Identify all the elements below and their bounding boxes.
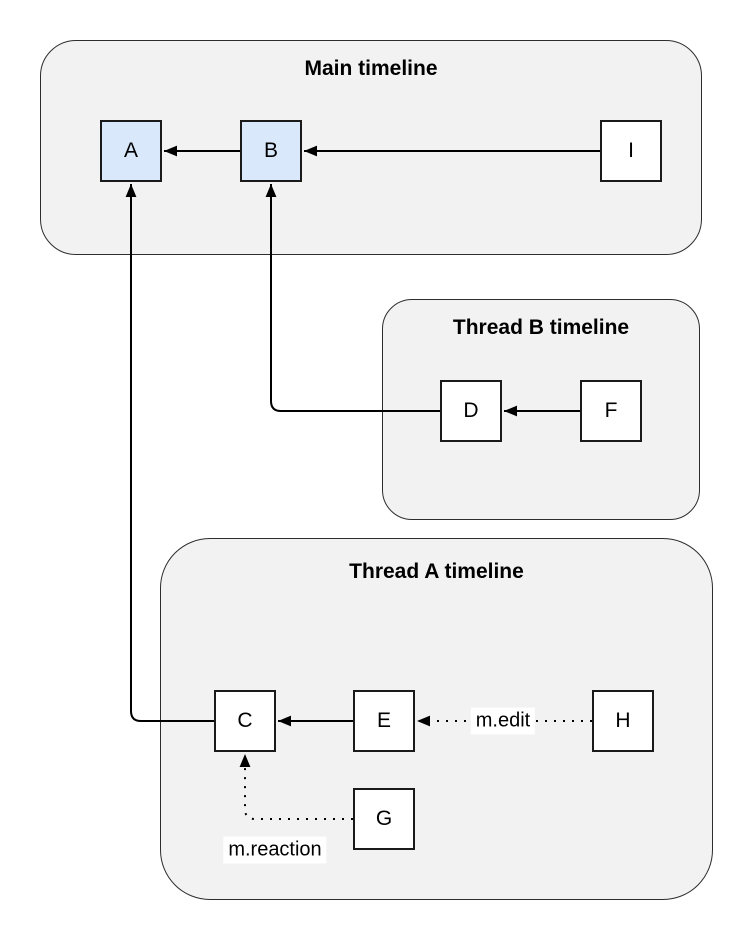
- node-a: A: [100, 120, 162, 182]
- node-f-label: F: [604, 399, 618, 422]
- node-i: I: [600, 120, 662, 182]
- node-h: H: [592, 690, 654, 752]
- node-b: B: [240, 120, 302, 182]
- node-h-label: H: [615, 709, 631, 732]
- node-b-label: B: [263, 139, 278, 162]
- group-title-main-timeline: Main timeline: [304, 57, 438, 80]
- node-a-label: A: [123, 139, 138, 162]
- node-f: F: [580, 380, 642, 442]
- node-e-label: E: [376, 709, 391, 732]
- node-e: E: [353, 690, 415, 752]
- group-thread-b-timeline: Thread B timeline: [382, 299, 700, 520]
- node-c-label: C: [237, 709, 253, 732]
- node-c: C: [214, 690, 276, 752]
- node-d: D: [440, 380, 502, 442]
- edge-label-m-reaction: m.reaction: [223, 836, 327, 864]
- group-title-thread-b-timeline: Thread B timeline: [452, 316, 630, 339]
- node-g-label: G: [375, 807, 393, 830]
- node-d-label: D: [463, 399, 479, 422]
- group-title-thread-a-timeline: Thread A timeline: [349, 560, 524, 583]
- node-i-label: I: [628, 139, 634, 162]
- edge-label-m-edit: m.edit: [470, 707, 536, 735]
- node-g: G: [353, 788, 415, 850]
